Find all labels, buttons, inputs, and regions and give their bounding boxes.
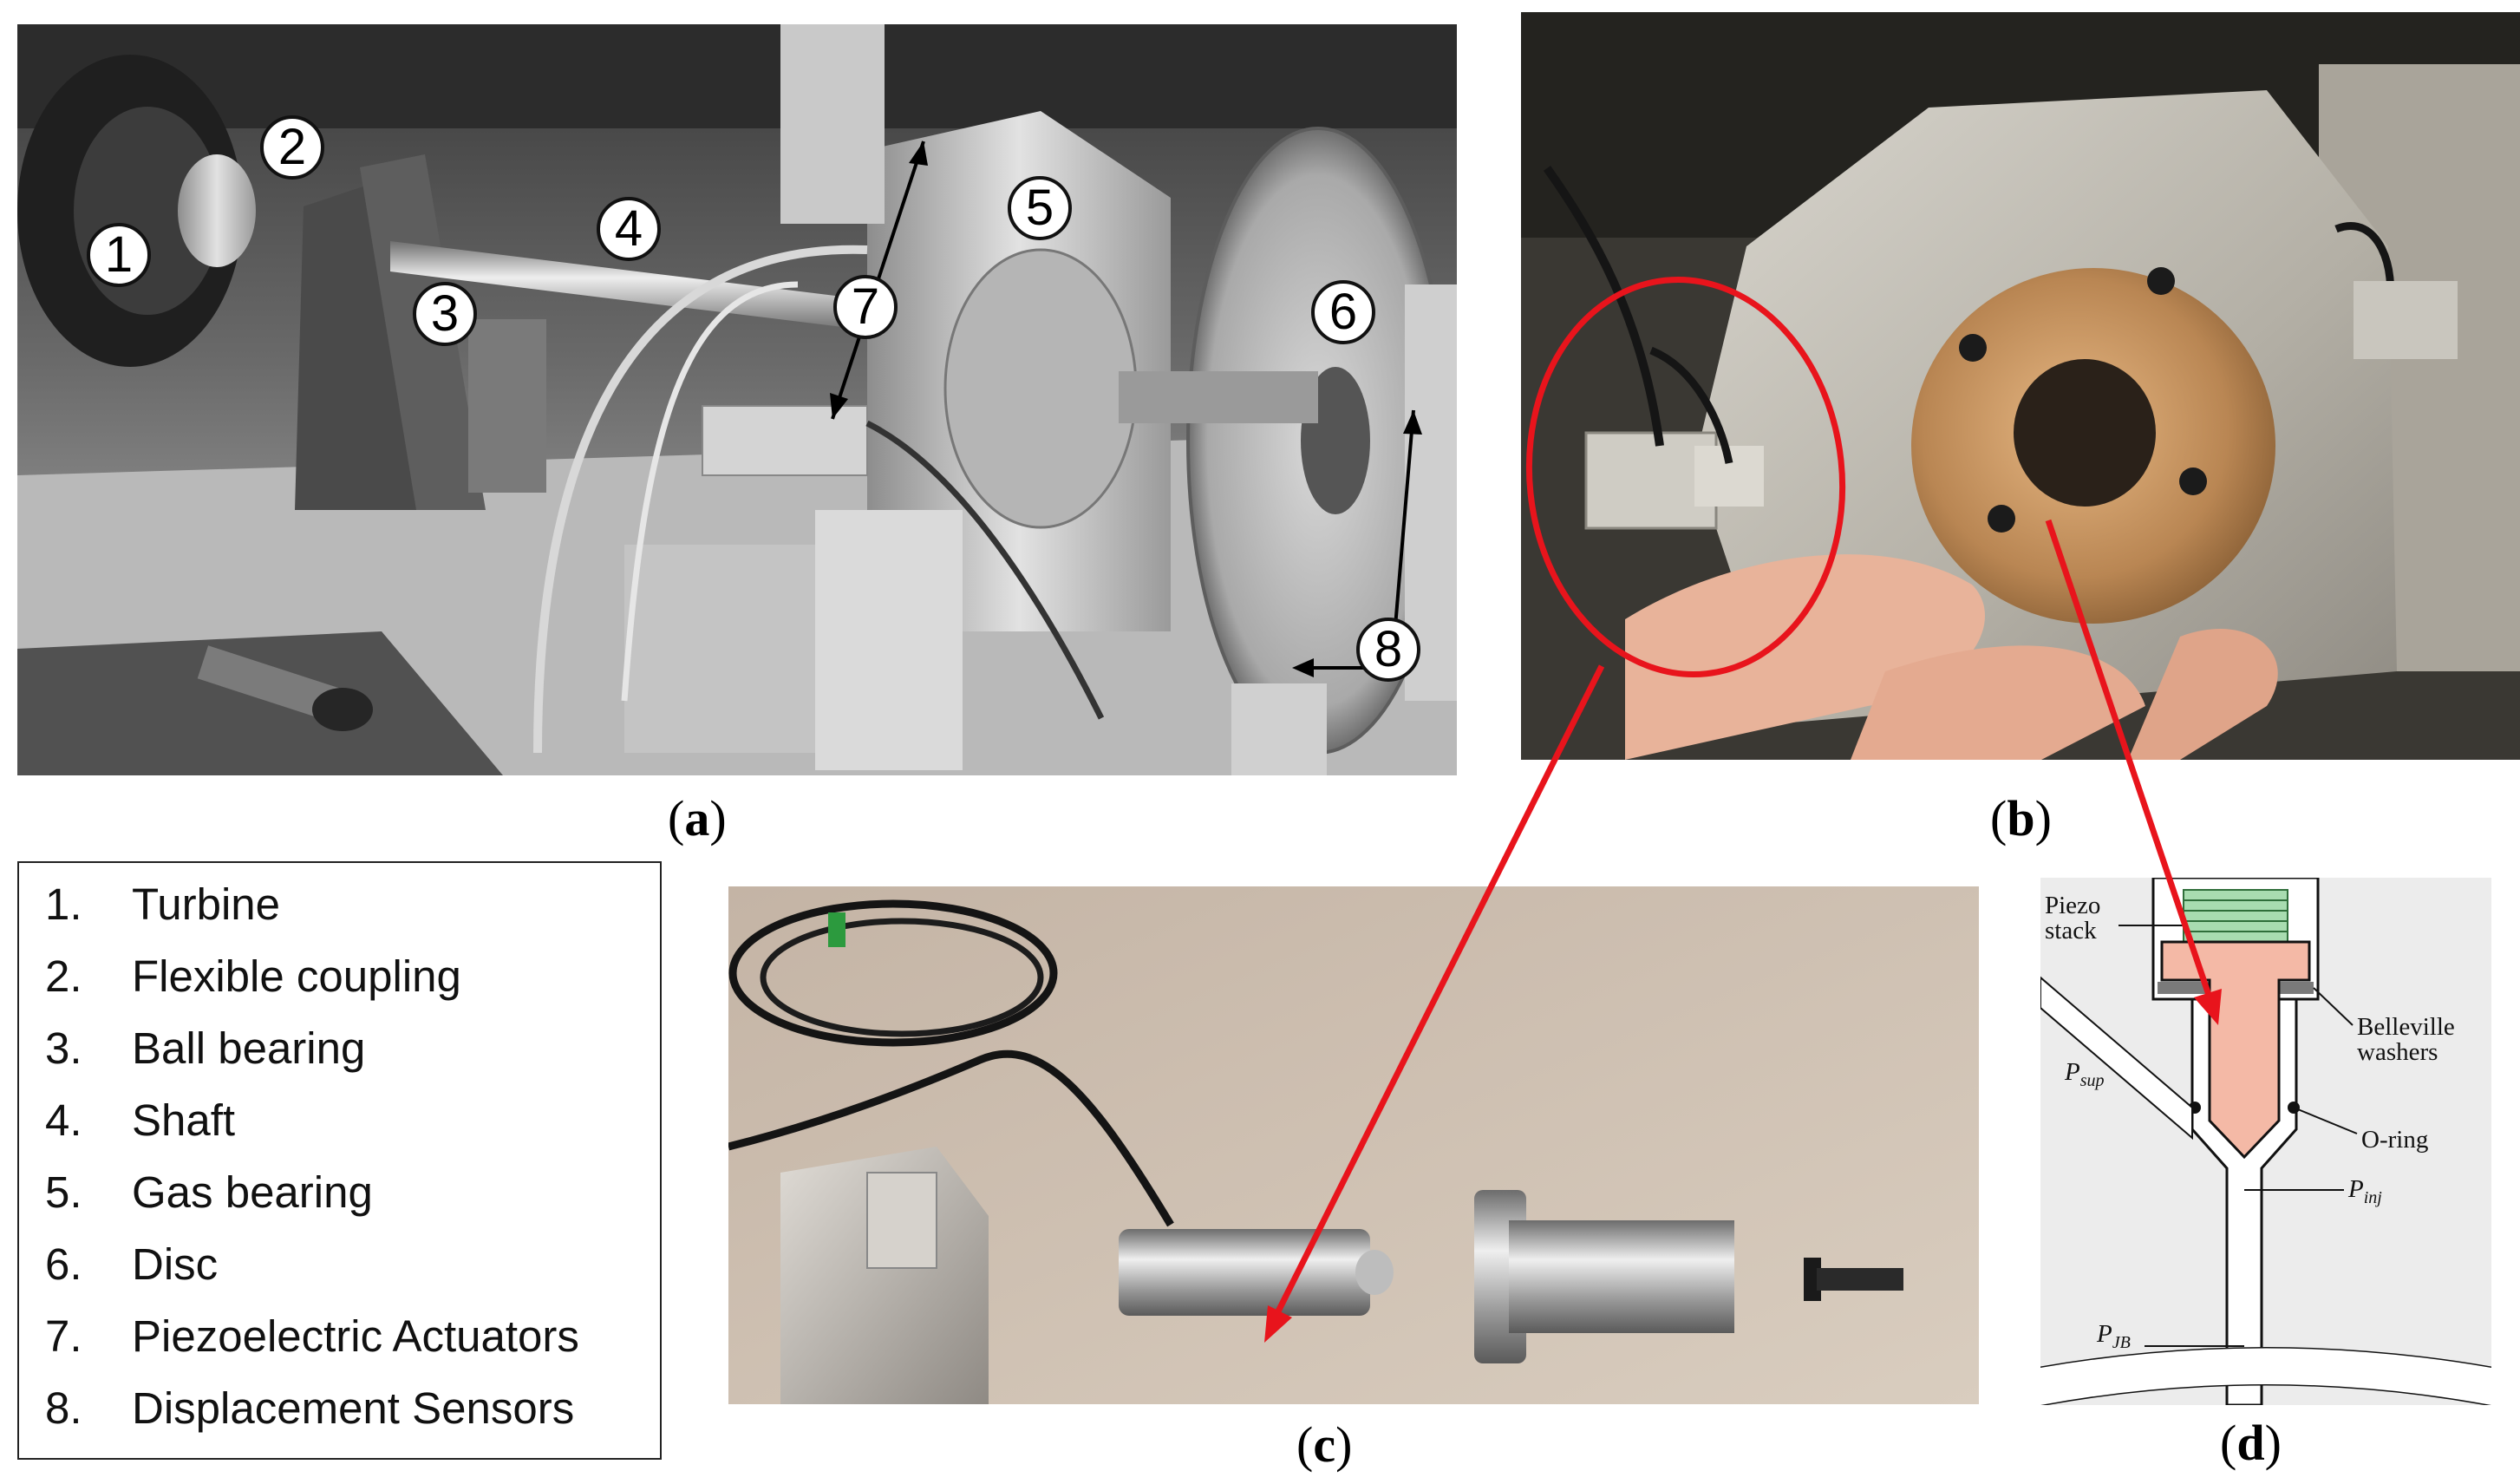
caption-a: (a) [668,790,727,847]
label-p-jb: PJB [2097,1320,2131,1352]
photo-test-rig [17,24,1457,775]
marker-2: 2 [260,115,324,180]
legend-item: 3.Ball bearing [45,1023,366,1073]
label-p-sup: Psup [2065,1058,2105,1090]
marker-3: 3 [413,282,477,346]
caption-c: (c) [1296,1416,1353,1473]
legend-box: 1.Turbine 2.Flexible coupling 3.Ball bea… [17,861,662,1460]
legend-item: 8.Displacement Sensors [45,1383,575,1433]
legend-item: 1.Turbine [45,879,281,929]
legend-item: 4.Shaft [45,1095,236,1145]
marker-7: 7 [833,275,898,339]
marker-6: 6 [1311,280,1375,344]
photo-actuator-parts [728,886,1979,1404]
legend-item: 6.Disc [45,1239,219,1289]
caption-b: (b) [1990,790,2052,847]
photo-gas-bearing [1521,12,2520,760]
marker-8: 8 [1356,618,1420,682]
label-p-inj: Pinj [2348,1175,2382,1207]
caption-d: (d) [2220,1415,2282,1471]
label-o-ring: O-ring [2361,1126,2429,1154]
legend-item: 7.Piezoelectric Actuators [45,1311,579,1361]
marker-1: 1 [87,223,151,287]
legend-item: 5.Gas bearing [45,1167,373,1217]
legend-item: 2.Flexible coupling [45,951,461,1001]
marker-5: 5 [1008,176,1072,240]
marker-4: 4 [597,197,661,261]
